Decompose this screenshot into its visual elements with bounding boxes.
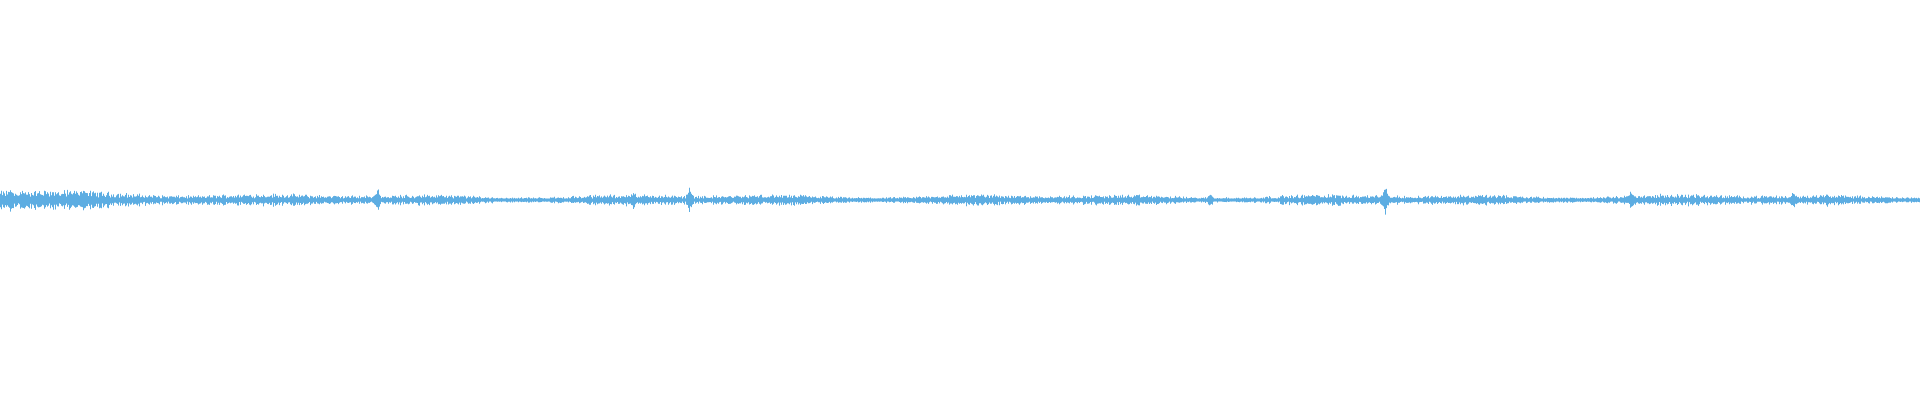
audio-waveform (0, 187, 1920, 215)
